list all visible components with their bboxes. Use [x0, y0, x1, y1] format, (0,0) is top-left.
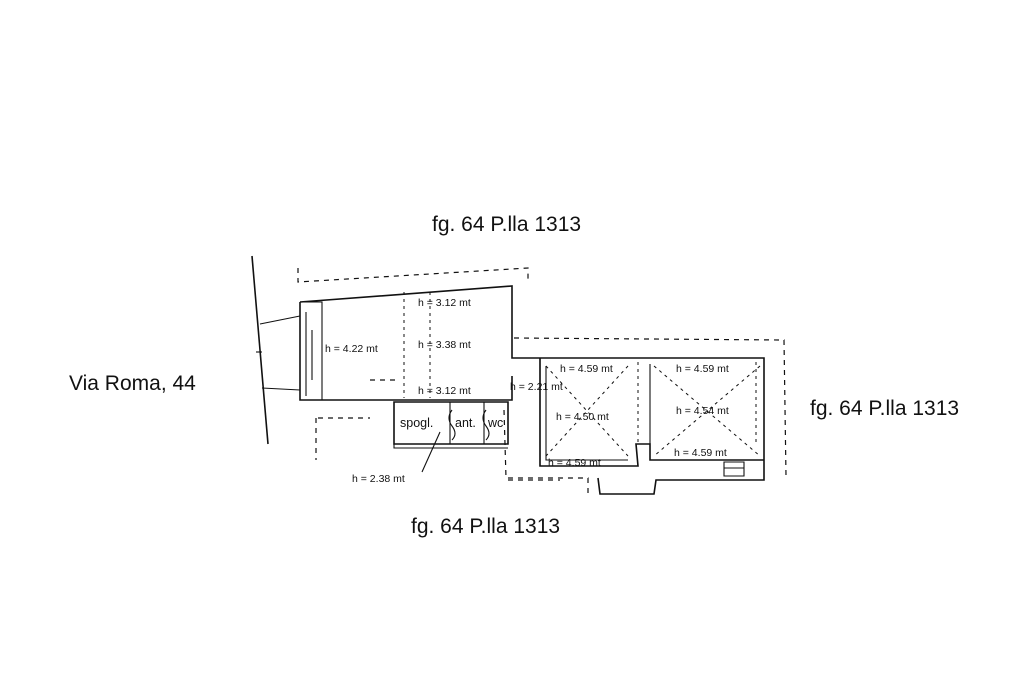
height-label: h = 4.59 mt	[676, 363, 729, 375]
adjacent-parcel-top-outline	[297, 267, 529, 283]
height-label: h = 2.38 mt	[352, 473, 405, 485]
room-label-wc: wc	[487, 416, 503, 430]
h-pointer-line	[421, 431, 441, 473]
door-swing-wc	[482, 409, 490, 441]
adjacent-parcel-left-outline	[315, 417, 370, 460]
parcel-label-bottom: fg. 64 P.lla 1313	[411, 515, 561, 538]
height-label: h = 2.21 mt	[510, 381, 563, 393]
height-label: h = 4.59 mt	[548, 457, 601, 469]
room-label-ant: ant.	[455, 416, 476, 430]
height-label: h = 3.38 mt	[418, 339, 471, 351]
height-label: h = 3.12 mt	[418, 297, 471, 309]
parcel-label-right: fg. 64 P.lla 1313	[810, 397, 960, 420]
entrance-lines	[259, 315, 301, 391]
main-building-outline	[299, 285, 765, 495]
height-label: h = 4.59 mt	[560, 363, 613, 375]
vault-rooms-inner-walls	[539, 358, 651, 466]
parcel-label-top: fg. 64 P.lla 1313	[432, 213, 582, 236]
door-swing-ant	[448, 409, 456, 441]
height-label: h = 4.54 mt	[676, 405, 729, 417]
street-boundary-line	[251, 255, 269, 445]
adjacent-parcel-right-outline	[513, 337, 787, 477]
room-label-spogl: spogl.	[400, 416, 433, 430]
bathroom-block-outline	[393, 401, 509, 445]
height-label: h = 3.12 mt	[418, 385, 471, 397]
height-label: h = 4.22 mt	[325, 343, 378, 355]
vault-stair-symbol	[723, 461, 745, 477]
height-label: h = 4.59 mt	[674, 447, 727, 459]
left-wall-details	[305, 312, 313, 396]
height-label: h = 4.50 mt	[556, 411, 609, 423]
vault-cross-right	[653, 365, 761, 457]
bathroom-base-line	[393, 444, 508, 449]
street-address-label: Via Roma, 44	[69, 372, 196, 395]
left-wall-thickness	[300, 301, 323, 400]
